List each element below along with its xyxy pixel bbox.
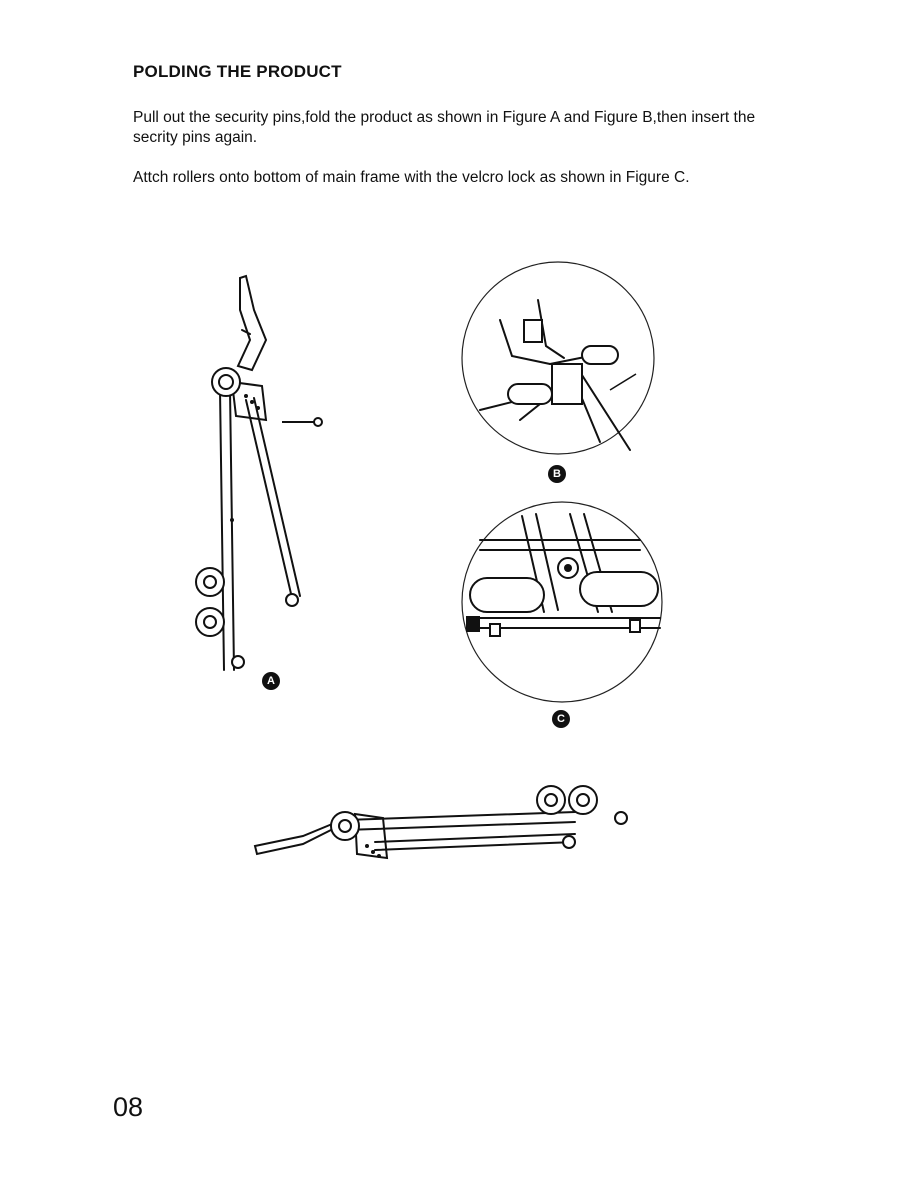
figure-b-illustration: B [460,260,660,490]
folded-frame-flat-drawing [245,770,645,880]
handlebar-closeup-drawing [460,260,660,460]
folded-product-flat-illustration [245,770,645,880]
figure-b-badge: B [548,465,566,483]
roller-velcro-closeup-drawing [460,500,665,705]
folded-frame-upright-drawing [180,270,340,680]
page-heading: POLDING THE PRODUCT [133,62,342,82]
figure-a-illustration: A [180,270,340,680]
figure-a-badge: A [262,672,280,690]
instruction-paragraph-2: Attch rollers onto bottom of main frame … [133,168,783,188]
figure-c-badge: C [552,710,570,728]
figure-c-illustration: C [460,500,665,735]
page-number: 08 [113,1092,143,1123]
instruction-paragraph-1: Pull out the security pins,fold the prod… [133,108,783,148]
